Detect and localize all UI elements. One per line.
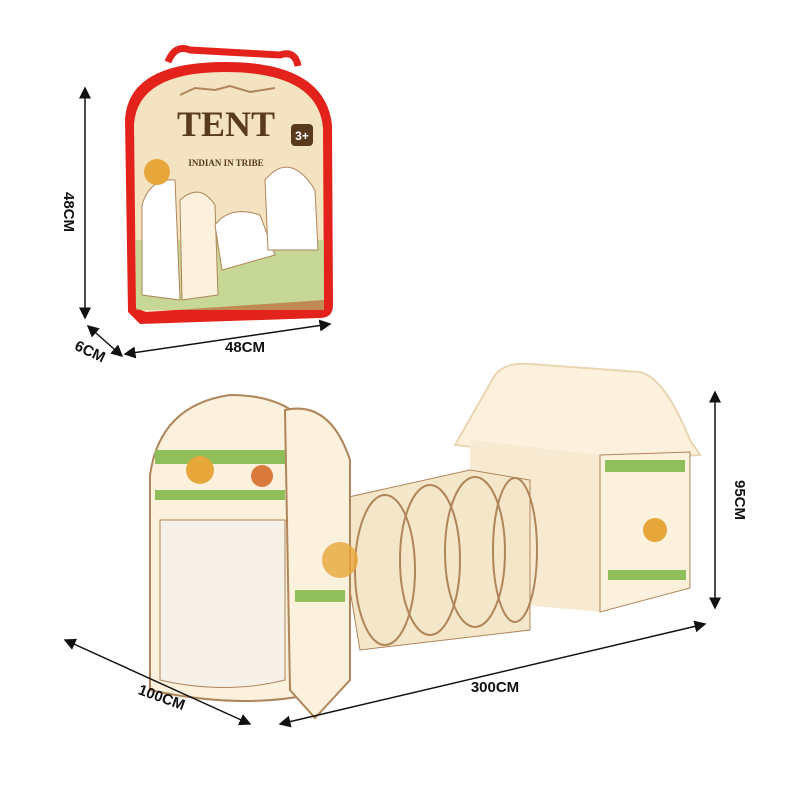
bag-height-label: 48CM	[60, 192, 77, 232]
tent-set	[149, 362, 702, 720]
tent-length-label: 300CM	[471, 679, 519, 696]
package-title: TENT	[177, 104, 275, 144]
tent-height-label: 95CM	[731, 480, 748, 520]
bag-width-label: 48CM	[225, 339, 265, 356]
package-subtitle: INDIAN IN TRIBE	[188, 158, 263, 168]
package-bag: TENT INDIAN IN TRIBE 3+	[125, 45, 333, 324]
age-badge: 3+	[295, 129, 309, 143]
bag-depth-label: 6CM	[72, 338, 108, 367]
